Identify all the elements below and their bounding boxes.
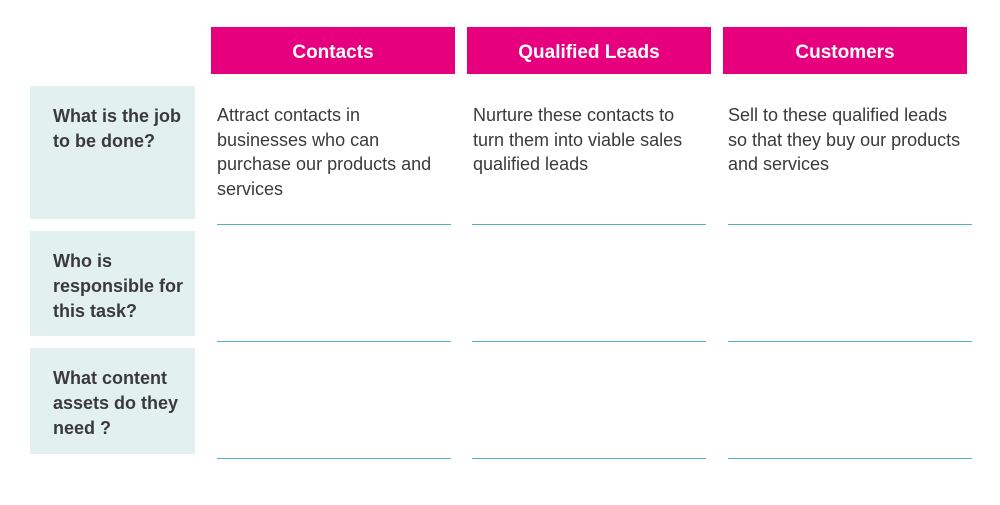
row-divider xyxy=(728,224,972,225)
row-label-content-assets: What content assets do they need ? xyxy=(30,348,195,454)
cell-job-contacts: Attract contacts in businesses who can p… xyxy=(217,105,432,199)
row-divider xyxy=(728,458,972,459)
column-header-customers: Customers xyxy=(723,27,967,74)
row-divider xyxy=(217,341,451,342)
row-divider xyxy=(472,224,706,225)
row-divider xyxy=(472,458,706,459)
row-divider xyxy=(472,341,706,342)
cell-job-customers: Sell to these qualified leads so that th… xyxy=(728,105,961,174)
cell-job-qualified-leads: Nurture these contacts to turn them into… xyxy=(473,105,683,174)
row-label-job: What is the job to be done? xyxy=(30,86,195,219)
column-header-contacts: Contacts xyxy=(211,27,455,74)
row-divider xyxy=(217,458,451,459)
row-divider xyxy=(728,341,972,342)
column-header-qualified-leads: Qualified Leads xyxy=(467,27,711,74)
row-label-responsible: Who is responsible for this task? xyxy=(30,231,195,336)
row-label-text: Who is responsible for this task? xyxy=(53,251,184,321)
row-divider xyxy=(217,224,451,225)
row-label-text: What is the job to be done? xyxy=(53,106,181,151)
row-label-text: What content assets do they need ? xyxy=(53,368,179,438)
